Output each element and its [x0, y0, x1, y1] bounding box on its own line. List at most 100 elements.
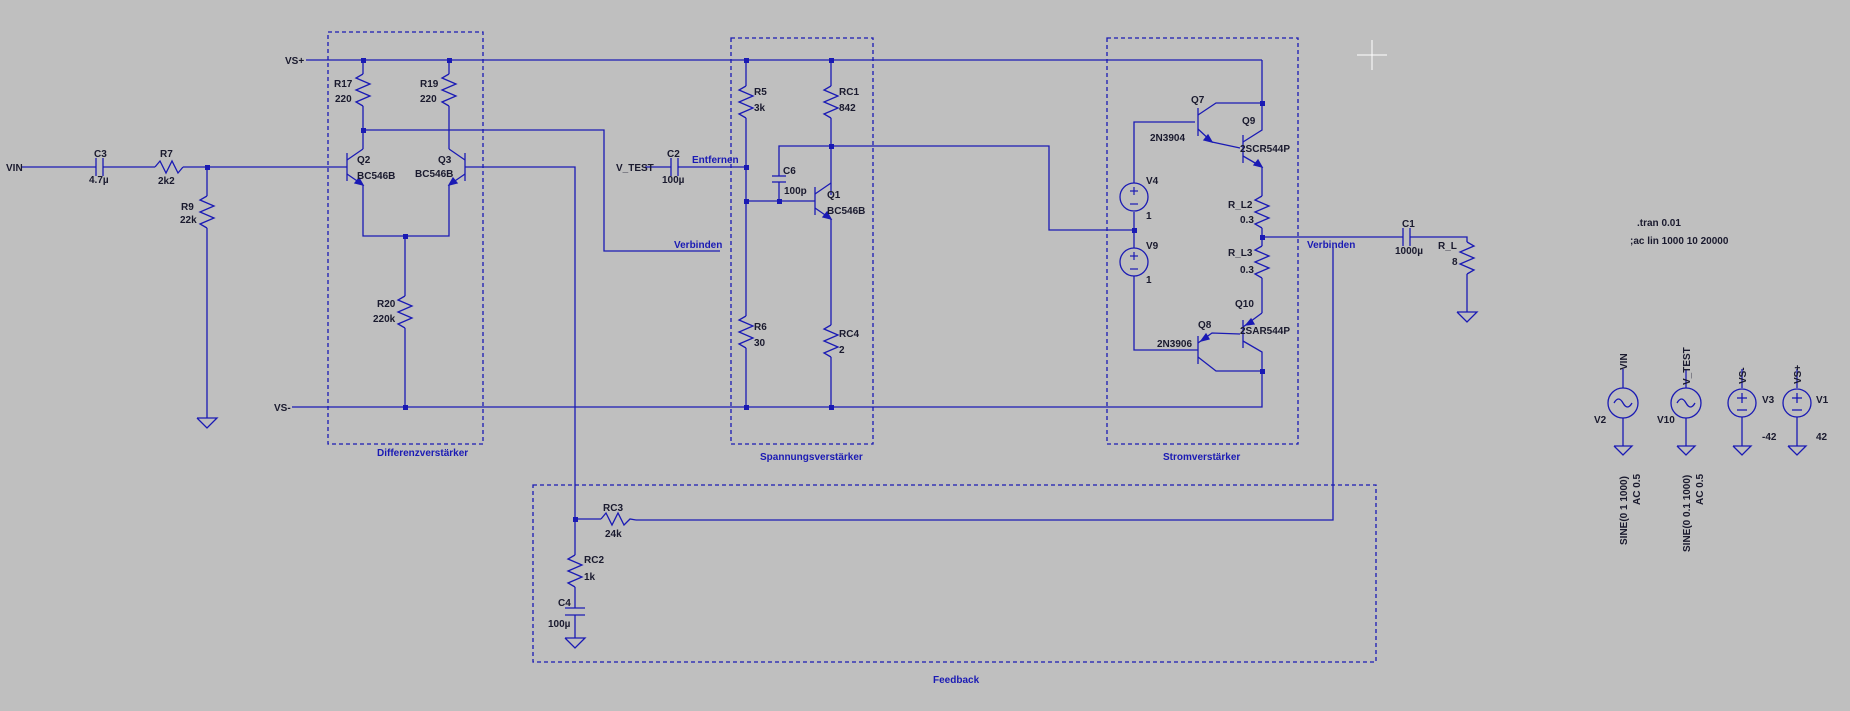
- rc2-name: RC2: [584, 555, 604, 566]
- crosshair-cursor-icon: [1357, 40, 1387, 70]
- q3-base-feedback-wire: [465, 166, 576, 519]
- c1-rl-wire: [1410, 236, 1468, 242]
- rl3-resistor: [1253, 245, 1271, 279]
- v3-name: V3: [1762, 395, 1775, 406]
- q1-name: Q1: [827, 190, 841, 201]
- r9-value: 22k: [180, 215, 197, 226]
- q1-arrow: [821, 210, 833, 221]
- r7-value: 2k2: [158, 176, 175, 187]
- rl3-name: R_L3: [1228, 248, 1253, 259]
- verbinden-note-2: Verbinden: [1307, 240, 1355, 251]
- rc3-name: RC3: [603, 503, 623, 514]
- r5-resistor: [737, 85, 755, 119]
- directive-tran: .tran 0.01: [1637, 218, 1681, 229]
- v4-value: 1: [1146, 211, 1152, 222]
- v10-net-label: V_TEST: [1682, 347, 1693, 385]
- v1-net-label: VS+: [1793, 365, 1804, 384]
- c3-name: C3: [94, 149, 107, 160]
- r20-resistor: [396, 295, 414, 329]
- entfernen-note: Entfernen: [692, 155, 739, 166]
- v2-net-label: VIN: [1619, 353, 1630, 370]
- source-v10[interactable]: [1670, 369, 1702, 456]
- r9-resistor: [198, 195, 216, 229]
- c4-name: C4: [558, 598, 571, 609]
- q2-arrow: [353, 176, 365, 187]
- section-diff-label: Differenzverstärker: [377, 448, 468, 459]
- v9-name: V9: [1146, 241, 1159, 252]
- q3-collector: [448, 148, 466, 161]
- rc4-value: 2: [839, 345, 845, 356]
- tail-wire: [362, 185, 450, 237]
- q1-collector: [814, 182, 832, 195]
- r19-value: 220: [420, 94, 437, 105]
- rl3-value: 0.3: [1240, 265, 1254, 276]
- verbinden-wire-2: [636, 247, 1334, 521]
- junction-dots: [205, 58, 1265, 522]
- q10-value: 2SAR544P: [1240, 326, 1290, 337]
- q2-value: BC546B: [357, 171, 395, 182]
- rl-name: R_L: [1438, 241, 1457, 252]
- vbias-wire: [831, 145, 1134, 231]
- r9-name: R9: [181, 202, 194, 213]
- q8-value: 2N3906: [1157, 339, 1192, 350]
- verbinden-wire-1: [363, 129, 720, 252]
- r7-name: R7: [160, 149, 173, 160]
- r17-name: R17: [334, 79, 353, 90]
- c6-name: C6: [783, 166, 796, 177]
- source-v1[interactable]: [1782, 369, 1812, 456]
- section-boxes: [327, 31, 1377, 663]
- r6-value: 30: [754, 338, 766, 349]
- c2-value: 100µ: [662, 175, 685, 186]
- r6-resistor: [737, 315, 755, 349]
- rc1-value: 842: [839, 103, 856, 114]
- q8-name: Q8: [1198, 320, 1212, 331]
- q8-arrow: [1199, 332, 1211, 343]
- r5-value: 3k: [754, 103, 766, 114]
- rc2-value: 1k: [584, 572, 596, 583]
- r7-resistor: [154, 159, 184, 175]
- v1-name: V1: [1816, 395, 1829, 406]
- rc4-name: RC4: [839, 329, 859, 340]
- r19-name: R19: [420, 79, 439, 90]
- v10-name: V10: [1657, 415, 1675, 426]
- c2-name: C2: [667, 149, 680, 160]
- q8-collector: [1197, 356, 1262, 372]
- source-v3[interactable]: [1727, 369, 1757, 456]
- source-v2[interactable]: [1607, 369, 1639, 456]
- q3-name: Q3: [438, 155, 452, 166]
- current-section-box: [1106, 37, 1299, 445]
- c6-top-wire: [778, 145, 831, 176]
- r20-name: R20: [377, 299, 396, 310]
- section-current-label: Stromverstärker: [1163, 452, 1240, 463]
- net-vs-plus: VS+: [285, 56, 304, 67]
- v2-spec1: SINE(0 1 1000): [1619, 476, 1630, 545]
- q7-arrow: [1202, 133, 1214, 144]
- net-vs-minus: VS-: [274, 403, 291, 414]
- q2-name: Q2: [357, 155, 371, 166]
- c3-value: 4.7µ: [89, 175, 109, 186]
- v10-spec1: SINE(0 0.1 1000): [1682, 475, 1693, 552]
- q9-arrow: [1252, 158, 1264, 169]
- rc1-name: RC1: [839, 87, 859, 98]
- r6-name: R6: [754, 322, 767, 333]
- q7-q9-wire: [1211, 141, 1241, 149]
- rl2-resistor: [1253, 195, 1271, 229]
- net-vin: VIN: [6, 163, 23, 174]
- diff-section-box: [327, 31, 484, 445]
- q7-collector: [1197, 102, 1262, 116]
- q10-name: Q10: [1235, 299, 1254, 310]
- rl2-value: 0.3: [1240, 215, 1254, 226]
- gnd-rl: [1456, 311, 1479, 323]
- q7-name: Q7: [1191, 95, 1205, 106]
- rc1-resistor: [822, 85, 840, 119]
- v4-v9-polarity: [1130, 187, 1138, 270]
- q3-arrow: [447, 176, 459, 187]
- c6-value: 100p: [784, 186, 807, 197]
- section-voltage-label: Spannungsverstärker: [760, 452, 863, 463]
- v1-value: 42: [1816, 432, 1828, 443]
- q7-value: 2N3904: [1150, 133, 1185, 144]
- v3-value: -42: [1762, 432, 1777, 443]
- gnd-c4: [564, 637, 587, 649]
- v2-name: V2: [1594, 415, 1607, 426]
